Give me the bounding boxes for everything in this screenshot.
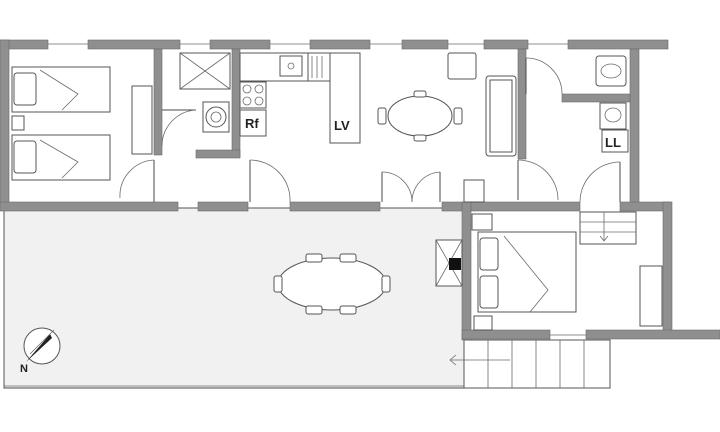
windows (48, 43, 586, 336)
dining-table-outdoor (273, 253, 391, 315)
stairs (579, 211, 637, 245)
nightstand-bedroom-2-b (473, 315, 493, 331)
refrigerator-label: Rf (245, 116, 259, 131)
shower (179, 52, 231, 90)
nightstand-bedroom-2 (471, 213, 493, 231)
dining-table-indoor (377, 90, 463, 142)
north-label: N (20, 363, 28, 375)
armchair (447, 52, 477, 80)
bed-bedroom-2 (477, 231, 577, 313)
nightstand (11, 115, 25, 131)
terrace (3, 207, 465, 389)
entrance-steps (449, 339, 611, 389)
laundry-label: LL (605, 135, 621, 150)
laundry-area (601, 129, 629, 153)
walls (0, 39, 720, 341)
bed-left-top (11, 66, 111, 113)
heater (463, 179, 485, 203)
living-label: LV (334, 118, 350, 133)
toilet-icon (595, 55, 627, 87)
washbasin-bathroom-2 (599, 102, 627, 130)
grill (435, 239, 463, 287)
kitchen-counter (239, 52, 361, 144)
wardrobe-bedroom-2 (639, 265, 663, 327)
sofa (485, 75, 517, 157)
refrigerator (239, 109, 267, 137)
wardrobe-bedroom-1 (131, 85, 153, 155)
north-compass-icon (23, 327, 61, 365)
washbasin-bathroom-1 (202, 101, 230, 133)
doors (119, 57, 621, 203)
stove-icon (239, 81, 267, 109)
bed-left-bottom (11, 134, 111, 181)
